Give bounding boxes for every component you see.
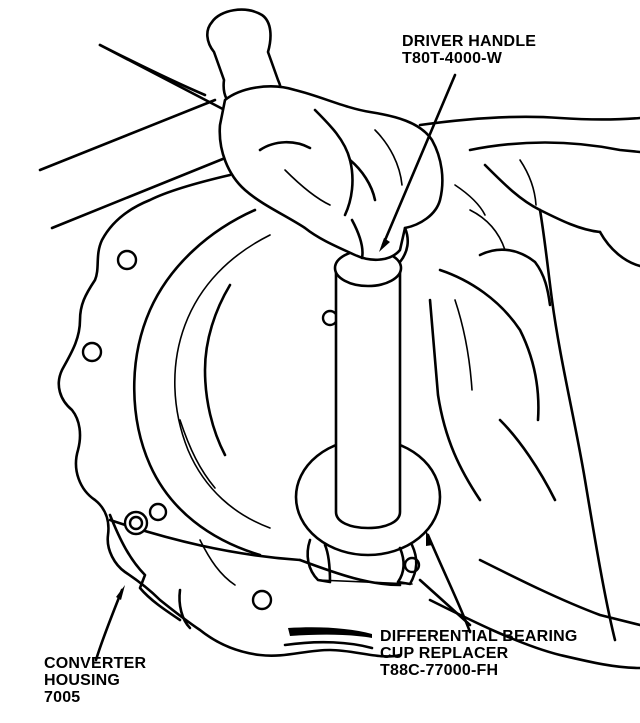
converter-housing-part-number: 7005	[44, 689, 81, 706]
leader-lines	[94, 73, 472, 662]
cup-replacer-name-line2: CUP REPLACER	[380, 645, 509, 662]
driver-handle-name: DRIVER HANDLE	[402, 33, 537, 50]
converter-housing-label: CONVERTER HOUSING 7005	[44, 655, 146, 706]
driver-handle-part-number: T80T-4000-W	[402, 50, 503, 67]
transmission-case	[418, 115, 640, 670]
converter-housing-name-line2: HOUSING	[44, 672, 121, 689]
driver-handle-label: DRIVER HANDLE T80T-4000-W	[402, 33, 536, 67]
cup-replacer-part-number: T88C-77000-FH	[380, 662, 499, 679]
hammer-and-hand	[38, 8, 444, 264]
converter-housing	[57, 173, 421, 658]
driver-handle-tool	[333, 248, 403, 530]
converter-housing-name-line1: CONVERTER	[44, 655, 147, 672]
cup-replacer-name-line1: DIFFERENTIAL BEARING	[380, 628, 578, 645]
cup-replacer-label: DIFFERENTIAL BEARING CUP REPLACER T88C-7…	[380, 628, 577, 679]
